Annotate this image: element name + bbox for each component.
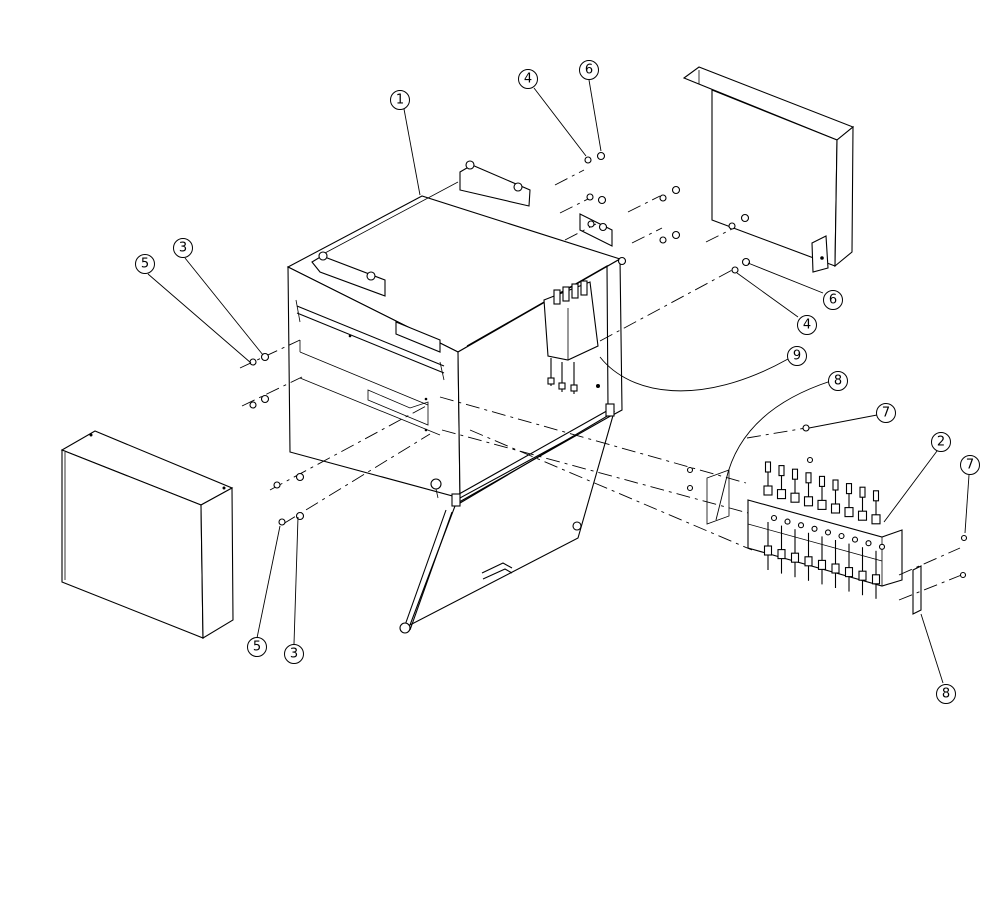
callout-balloon-3: 3: [173, 238, 193, 258]
valve-stem-part: [805, 472, 812, 484]
valve-stem-part: [878, 543, 886, 550]
callout-balloon-3: 3: [284, 644, 304, 664]
valve-stem-part: [831, 563, 840, 574]
callout-balloon-7: 7: [960, 455, 980, 475]
callout-balloon-2: 2: [931, 432, 951, 452]
valve-stem-part: [803, 496, 814, 507]
valve-stem-part: [817, 499, 827, 510]
svg-text:6: 6: [585, 63, 593, 78]
callout-balloon-5: 5: [247, 637, 267, 657]
valve-stem-part: [830, 503, 841, 514]
valve-stem-part: [832, 479, 839, 491]
valve-stem-part: [790, 552, 800, 563]
valve-stem-part: [838, 532, 845, 540]
valve-stem-part: [851, 536, 859, 543]
svg-text:4: 4: [803, 318, 811, 333]
callout-balloon-1: 1: [390, 90, 410, 110]
callout-balloon-9: 9: [787, 346, 807, 366]
valve-stem-part: [845, 483, 853, 495]
valve-stem-part: [811, 525, 818, 532]
valve-stem-part: [872, 490, 880, 502]
valve-stem-part: [817, 559, 827, 570]
valve-stem-part: [871, 514, 881, 525]
svg-text:6: 6: [829, 293, 837, 308]
svg-text:8: 8: [942, 687, 950, 702]
valve-stem-part: [858, 570, 867, 581]
svg-text:7: 7: [882, 406, 890, 421]
callout-balloon-6: 6: [579, 60, 599, 80]
callout-balloon-8: 8: [936, 684, 956, 704]
valve-stem-part: [871, 574, 881, 585]
main-enclosure: [286, 160, 627, 634]
svg-text:1: 1: [396, 93, 404, 108]
valve-stem-part: [844, 567, 854, 578]
callout-balloon-4: 4: [797, 315, 817, 335]
valve-stem-part: [777, 549, 786, 560]
valve-stem-part: [763, 545, 773, 556]
svg-text:7: 7: [966, 458, 974, 473]
valve-stem-part: [784, 518, 791, 525]
svg-text:2: 2: [937, 435, 945, 450]
svg-text:3: 3: [290, 647, 298, 662]
valve-stem-part: [791, 468, 799, 480]
top-right-cover-panel: [682, 66, 855, 273]
svg-text:9: 9: [793, 349, 801, 364]
valve-stem-part: [770, 514, 778, 522]
hardware-and-leaders: [147, 79, 970, 684]
valve-stem-part: [824, 529, 832, 536]
svg-text:4: 4: [524, 72, 532, 87]
callout-balloon-6: 6: [823, 290, 843, 310]
valve-stem-part: [859, 486, 866, 498]
svg-text:3: 3: [179, 241, 187, 256]
svg-text:5: 5: [141, 257, 149, 272]
left-cover-panel: [60, 430, 234, 639]
valve-stem-part: [763, 485, 773, 496]
valve-stem-part: [857, 510, 868, 521]
valve-stem-part: [778, 465, 785, 477]
valve-stem-part: [764, 461, 772, 473]
callout-balloon-5: 5: [135, 254, 155, 274]
callout-balloon-4: 4: [518, 69, 538, 89]
valve-stem-part: [865, 540, 872, 547]
callout-balloon-8: 8: [828, 371, 848, 391]
svg-text:8: 8: [834, 374, 842, 389]
valve-stem-part: [844, 507, 854, 518]
valve-stem-part: [790, 492, 800, 503]
callout-balloon-7: 7: [876, 403, 896, 423]
valve-stem-part: [804, 556, 813, 567]
valve-stem-part: [776, 489, 787, 500]
valve-stem-part: [818, 475, 826, 487]
valve-bank-assembly: [706, 461, 922, 615]
svg-text:5: 5: [253, 640, 261, 655]
valve-stem-part: [797, 522, 805, 529]
